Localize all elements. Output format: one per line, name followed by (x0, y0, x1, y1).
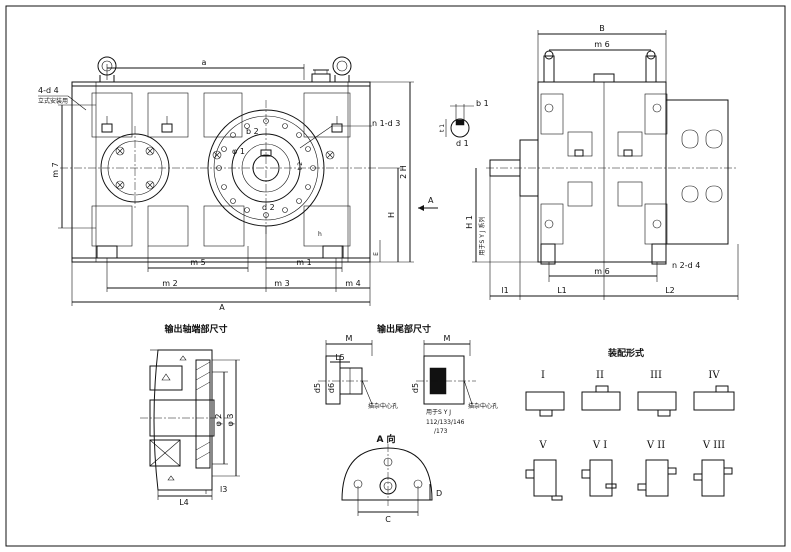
form-label-3: III (650, 370, 662, 381)
assembly-title: 装配形式 (607, 347, 644, 359)
dim-L2: L2 (665, 286, 675, 295)
form-label-6: V I (592, 440, 607, 451)
form-label-2: II (596, 370, 604, 381)
output-flange (207, 100, 335, 236)
dim-L4: L4 (179, 498, 189, 507)
note-series: 112/133/146 (426, 419, 465, 426)
lifting-eye-right (332, 56, 352, 82)
side-housing (537, 81, 667, 263)
front-view: m 5 m 1 m 2 m 3 m 4 A a m 7 4-d 4 立式安装用 … (38, 56, 438, 312)
view-a-section: A 向 C D (341, 433, 442, 524)
dim-d5-left: d5 (313, 383, 322, 393)
breather-plug (311, 69, 331, 83)
assembly-form-7: V II (637, 440, 677, 497)
assembly-form-4: IV (693, 370, 735, 411)
dim-a: a (202, 58, 207, 67)
form-label-7: V II (646, 440, 665, 451)
dim-E: E (373, 252, 380, 256)
dim-L1: L1 (557, 286, 567, 295)
top-bolts (101, 116, 343, 133)
dim-phi1: φ 1 (232, 147, 245, 156)
center-hole-right: 描杂中心孔 (468, 402, 498, 410)
dim-phi2: φ 2 (214, 414, 223, 427)
center-hole-left: 描杂中心孔 (368, 402, 398, 410)
tail-section: 输出尾部尺寸 M L5 d5 d6 描杂中心孔 M d5 描杂中心孔 用于S Y… (313, 323, 498, 435)
dim-l3: l3 (220, 485, 227, 494)
dim-M-right: M (444, 334, 451, 343)
output-shaft-title: 输出轴端部尺寸 (164, 323, 227, 335)
assembly-form-6: V I (581, 440, 617, 497)
dim-d6: d6 (327, 383, 336, 393)
tail-title: 输出尾部尺寸 (377, 323, 431, 335)
dim-m5: m 5 (190, 258, 205, 267)
dim-t1: t 1 (439, 124, 446, 132)
dim-2H: 2 H (399, 165, 408, 179)
note-4-d4: 4-d 4 (38, 86, 59, 95)
note-syj: 用于S Y J (426, 409, 451, 416)
form-label-5: V (538, 440, 547, 451)
dim-phi3: φ 3 (226, 414, 235, 427)
front-housing (71, 81, 371, 263)
dim-d2: d 2 (262, 203, 275, 212)
view-A-arrow-label: A (428, 196, 434, 205)
form-label-4: IV (708, 370, 720, 381)
dim-t2: t 2 (297, 162, 304, 170)
note-series-2: /173 (434, 428, 448, 435)
dim-l1: l1 (501, 286, 508, 295)
dim-m1: m 1 (296, 258, 311, 267)
dim-b1: b 1 (476, 99, 489, 108)
dim-m7: m 7 (51, 162, 60, 177)
dim-m2: m 2 (162, 279, 177, 288)
input-bore-left (100, 126, 170, 210)
assembly-section: 装配形式 I II III IV V V I (525, 347, 735, 501)
dim-m4: m 4 (345, 279, 360, 288)
dim-A: A (219, 303, 225, 312)
dim-L5: L5 (335, 353, 345, 362)
output-shaft-section: 输出轴端部尺寸 φ 2 φ 3 L4 l3 (140, 323, 240, 507)
note-vertical-mount: 立式安装用 (38, 97, 68, 105)
note-syj-series: 用于S Y J 系列 (478, 217, 486, 256)
assembly-form-5: V (525, 440, 563, 501)
dim-n2-d4: n 2-d 4 (672, 261, 700, 270)
dim-d1: d 1 (456, 139, 469, 148)
dim-H: H (387, 212, 396, 218)
dim-b2: b 2 (246, 127, 259, 136)
dim-M-left: M (346, 334, 353, 343)
drawing-border (5, 5, 786, 547)
dim-m3: m 3 (274, 279, 289, 288)
dim-D: D (436, 489, 442, 498)
dim-m6-top: m 6 (594, 40, 609, 49)
view-a-title: A 向 (376, 433, 395, 445)
dim-d5-right: d5 (411, 383, 420, 393)
side-view: B m 6 m 6 l1 L1 L2 n 2-d 4 H 1 用于S Y J 系… (439, 24, 739, 300)
dim-B: B (599, 24, 605, 33)
dim-m6-bottom: m 6 (594, 267, 609, 276)
assembly-form-3: III (637, 370, 677, 417)
dim-n1-d3: n 1-d 3 (372, 119, 400, 128)
assembly-form-2: II (581, 370, 621, 411)
dim-H1: H 1 (465, 215, 474, 229)
assembly-form-1: I (525, 370, 565, 417)
dim-C: C (385, 515, 391, 524)
assembly-form-8: V III (693, 440, 733, 497)
form-label-1: I (541, 370, 545, 381)
dim-h: h (318, 231, 322, 238)
form-label-8: V III (702, 440, 725, 451)
front-bottom-dimensions (71, 226, 371, 306)
